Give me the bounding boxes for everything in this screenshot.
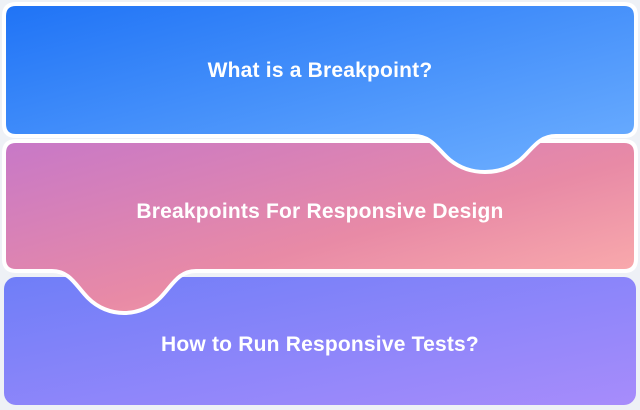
card-3-shape[interactable] xyxy=(4,277,636,405)
card-1-shape[interactable] xyxy=(2,2,638,174)
card-2-shape[interactable] xyxy=(2,139,638,315)
